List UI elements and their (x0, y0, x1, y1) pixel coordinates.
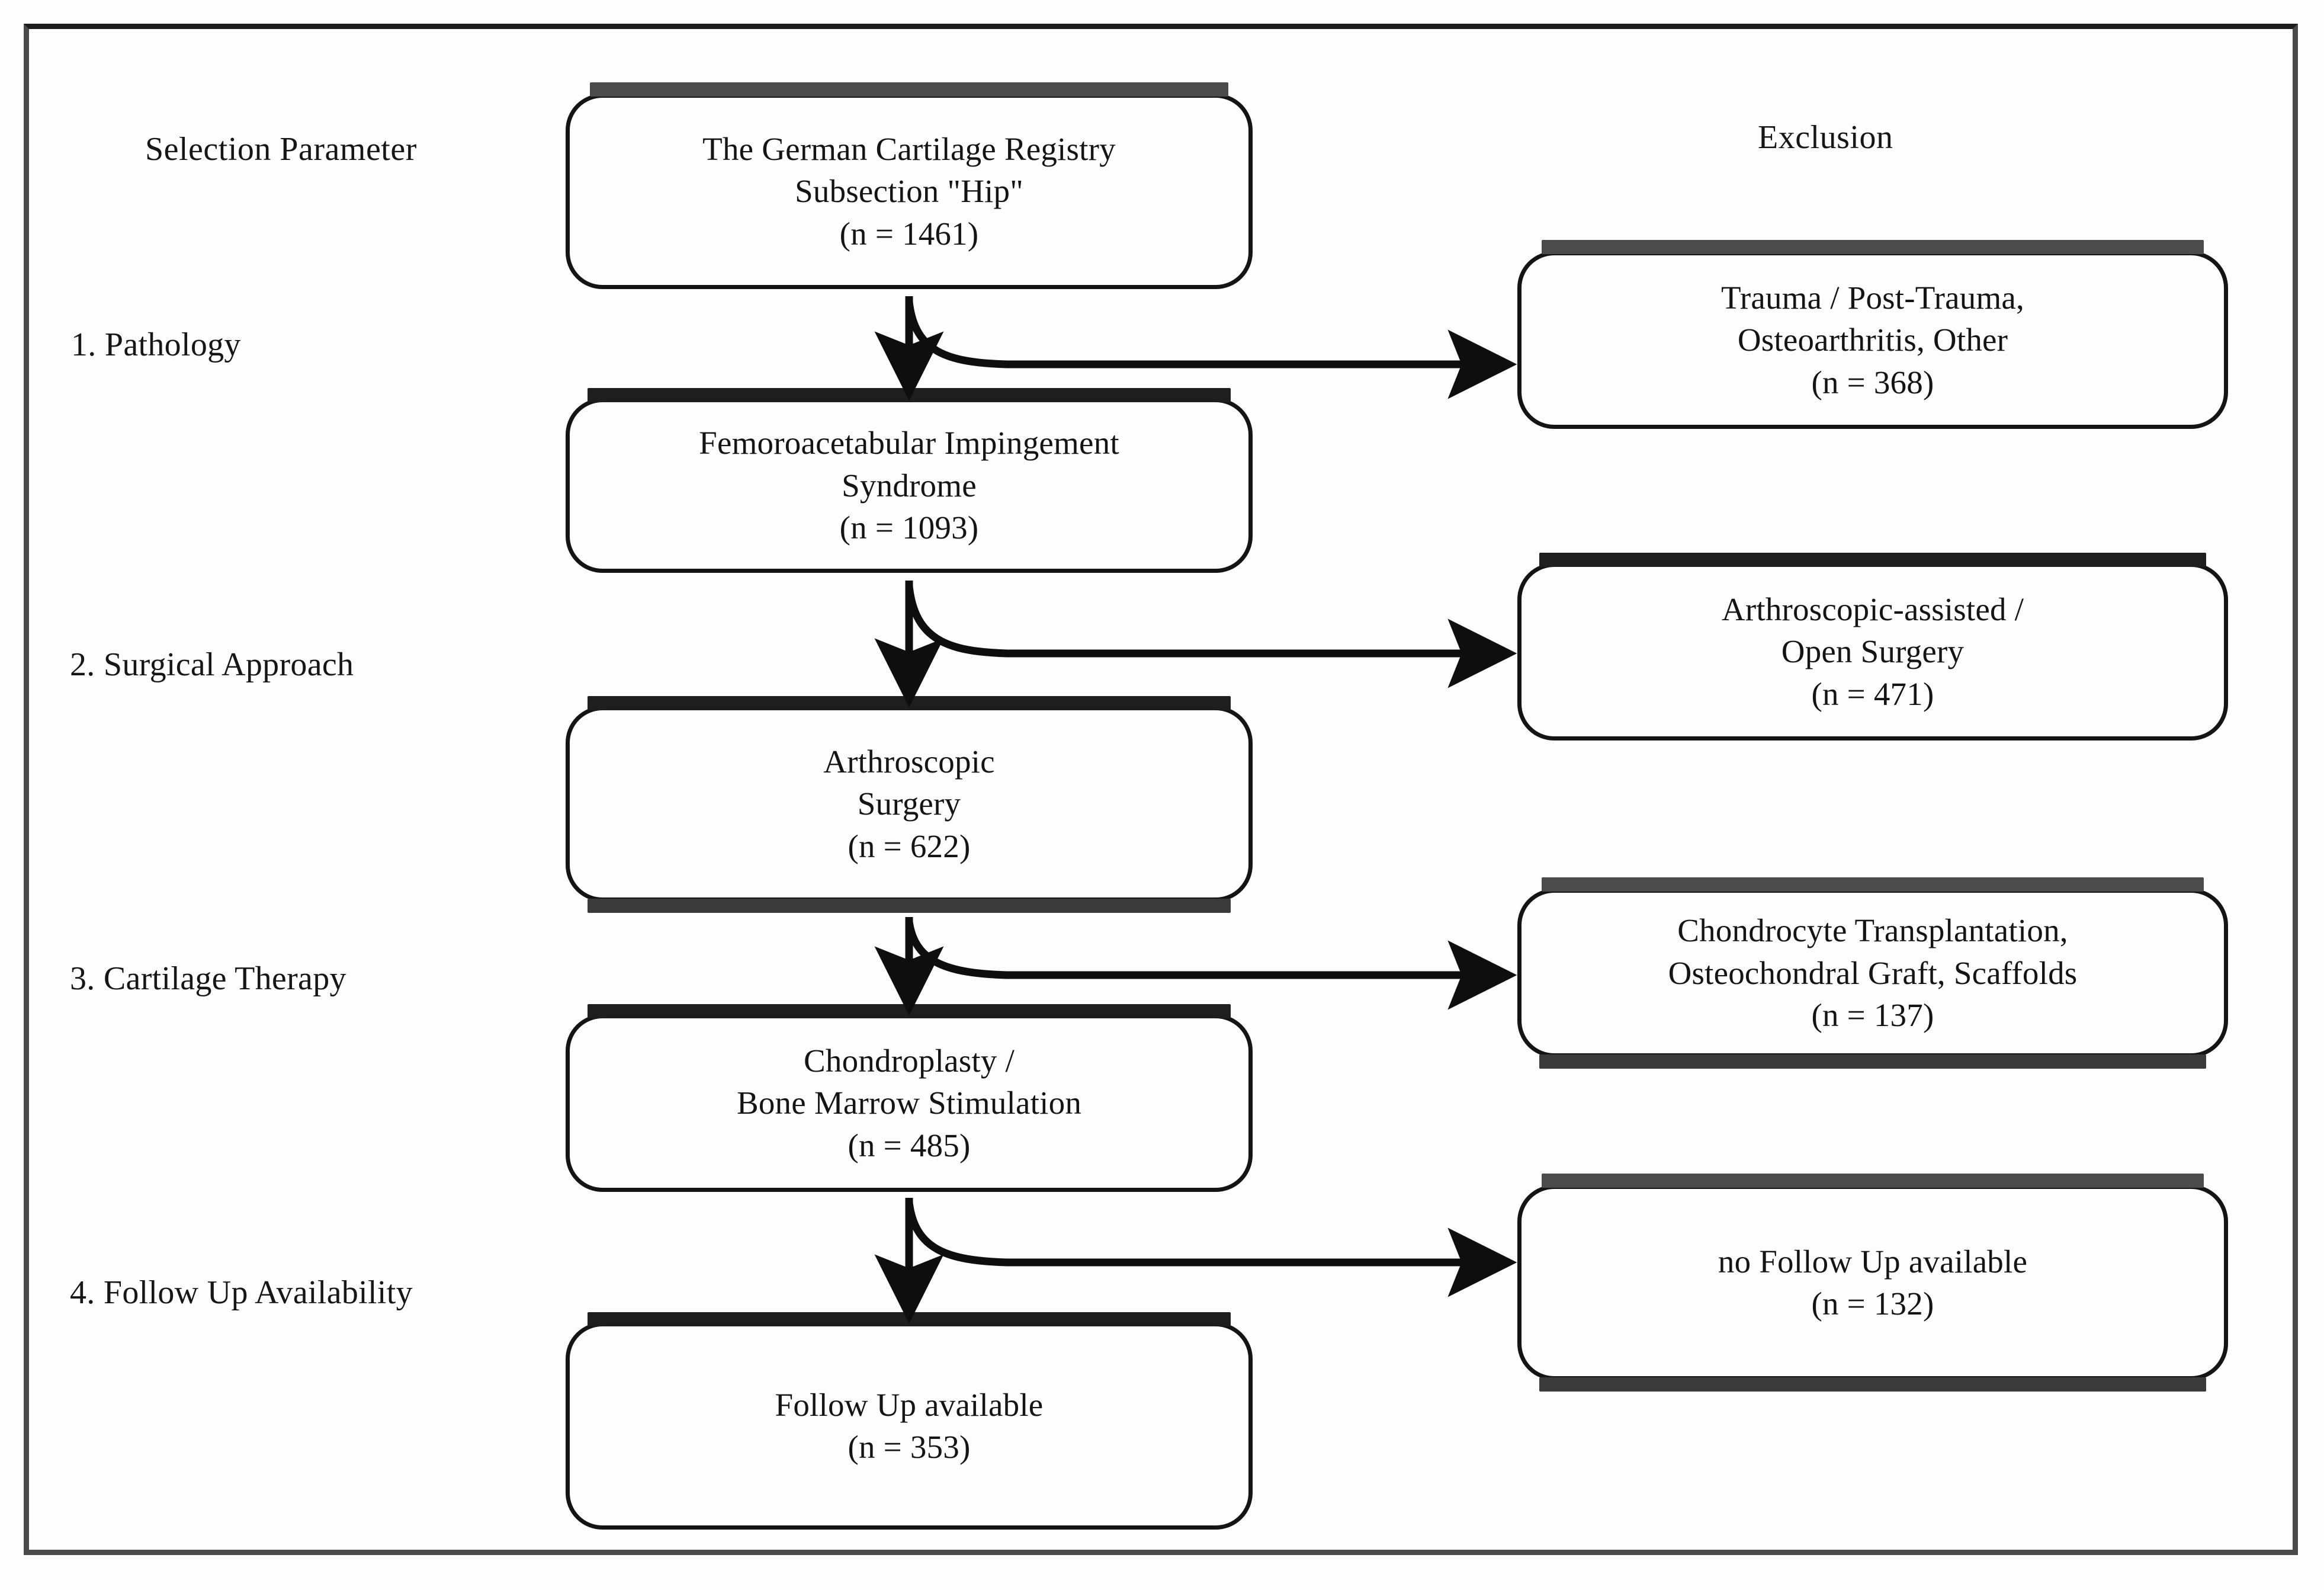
flow-node-registry: The German Cartilage Registry Subsection… (566, 82, 1253, 289)
exclusion-node-follow-up: no Follow Up available (n = 132) (1517, 1174, 2228, 1392)
flow-node-follow-up-available: Follow Up available (n = 353) (566, 1312, 1253, 1530)
exclusion-node-pathology-text: Trauma / Post-Trauma, Osteoarthritis, Ot… (1721, 279, 2024, 400)
stage-label-cartilage-therapy: 3. Cartilage Therapy (70, 960, 346, 997)
exclusion-node-surgical-approach: Arthroscopic-assisted / Open Surgery (n … (1517, 553, 2228, 740)
flow-node-fai-text: Femoroacetabular Impingement Syndrome (n… (699, 425, 1119, 546)
exclusion-header: Exclusion (1758, 119, 1893, 156)
flow-node-arthroscopic-surgery: Arthroscopic Surgery (n = 622) (566, 696, 1253, 913)
exclusion-node-cartilage-therapy-text: Chondrocyte Transplantation, Osteochondr… (1668, 912, 2078, 1034)
flow-node-fai: Femoroacetabular Impingement Syndrome (n… (566, 388, 1253, 573)
exclusion-node-surgical-approach-text: Arthroscopic-assisted / Open Surgery (n … (1721, 591, 2024, 712)
stage-label-pathology: 1. Pathology (71, 326, 241, 363)
stage-label-follow-up-availability: 4. Follow Up Availability (70, 1274, 413, 1311)
flow-node-chondroplasty-text: Chondroplasty / Bone Marrow Stimulation … (736, 1042, 1082, 1163)
stage-label-surgical-approach: 2. Surgical Approach (70, 646, 354, 683)
exclusion-node-follow-up-text: no Follow Up available (n = 132) (1718, 1243, 2028, 1322)
exclusion-node-cartilage-therapy: Chondrocyte Transplantation, Osteochondr… (1517, 877, 2228, 1069)
flow-node-arthroscopic-surgery-text: Arthroscopic Surgery (n = 622) (823, 743, 995, 864)
flow-node-chondroplasty: Chondroplasty / Bone Marrow Stimulation … (566, 1004, 1253, 1192)
flow-node-registry-text: The German Cartilage Registry Subsection… (702, 130, 1116, 252)
selection-parameter-header: Selection Parameter (145, 131, 417, 168)
flow-node-follow-up-available-text: Follow Up available (n = 353) (775, 1386, 1044, 1466)
exclusion-node-pathology: Trauma / Post-Trauma, Osteoarthritis, Ot… (1517, 240, 2228, 429)
